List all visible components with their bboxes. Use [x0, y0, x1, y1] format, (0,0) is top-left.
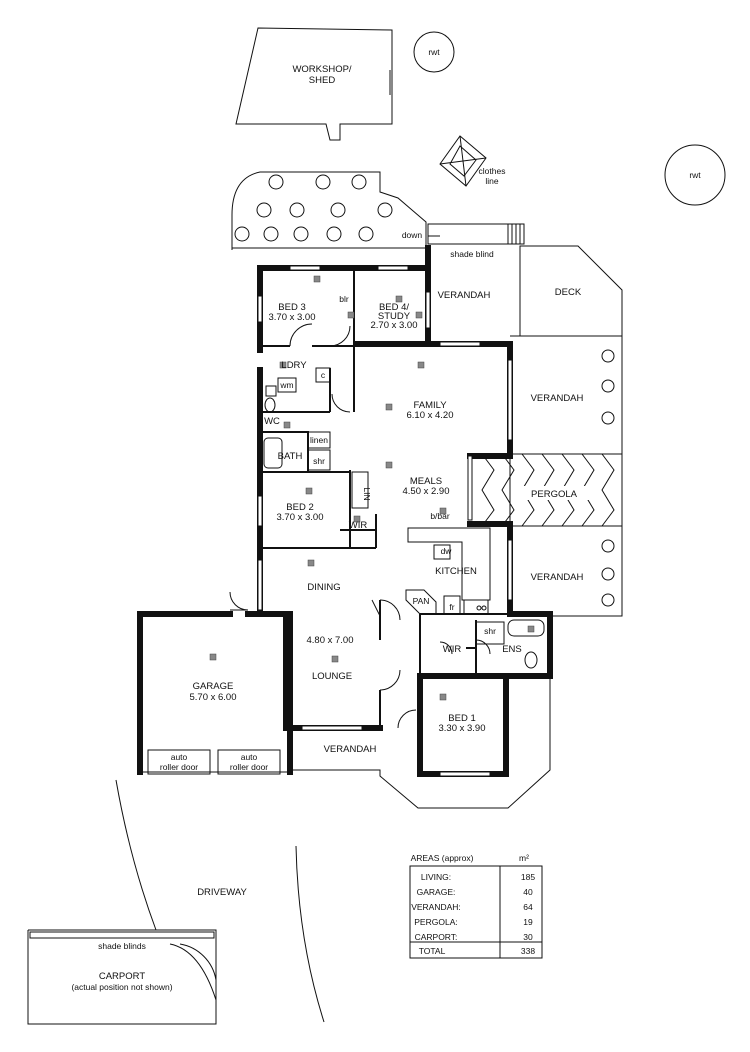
down-label: down — [402, 230, 423, 240]
area-row-value: 30 — [523, 932, 533, 942]
fridge-label: fr — [449, 602, 454, 612]
area-row-label: GARAGE: — [417, 887, 456, 897]
verandah-east-label: VERANDAH — [531, 393, 584, 404]
verandah-southeast: VERANDAH — [510, 525, 623, 617]
dining-size: 4.80 x 7.00 — [306, 635, 353, 646]
verandah-front-label: VERANDAH — [324, 744, 377, 755]
wm-label: wm — [279, 380, 293, 390]
areas-total-value: 338 — [521, 946, 535, 956]
pergola-label: PERGOLA — [531, 489, 578, 500]
blr-label: blr — [339, 294, 349, 304]
clothes-line-label-2: line — [485, 176, 499, 186]
area-row-value: 64 — [523, 902, 533, 912]
family-label: FAMILY — [413, 400, 447, 411]
bed4-size: 2.70 x 3.00 — [370, 320, 417, 331]
bed2-label: BED 2 — [286, 502, 313, 513]
verandah-front: VERANDAH — [289, 676, 551, 809]
windows — [257, 265, 513, 777]
areas-unit: m² — [519, 853, 529, 863]
bbar-label: b/bar — [430, 511, 450, 521]
area-row-label: LIVING: — [421, 872, 451, 882]
shade-blind-label: shade blind — [450, 249, 494, 259]
bed1-size: 3.30 x 3.90 — [438, 723, 485, 734]
carport: shade blinds CARPORT (actual position no… — [27, 929, 217, 1025]
family-size: 6.10 x 4.20 — [406, 410, 453, 421]
areas-title: AREAS (approx) — [411, 853, 474, 863]
pantry-label: PAN — [413, 596, 430, 606]
rwt-tank-2: rwt — [664, 144, 726, 206]
area-row-value: 40 — [523, 887, 533, 897]
driveway-label: DRIVEWAY — [197, 887, 247, 898]
bed4-label-2: STUDY — [378, 311, 411, 322]
dw-label: dw — [441, 546, 453, 556]
bed1-label: BED 1 — [448, 713, 475, 724]
fixtures — [263, 367, 545, 669]
ldry-label: LDRY — [281, 360, 307, 371]
area-row-value: 185 — [521, 872, 535, 882]
rwt-label-2: rwt — [689, 170, 701, 180]
workshop-label: WORKSHOP/ — [292, 64, 351, 75]
garage-door-1-label: auto — [171, 752, 188, 762]
garage-label: GARAGE — [193, 681, 234, 692]
lounge-label: LOUNGE — [312, 671, 352, 682]
bed2-size: 3.70 x 3.00 — [276, 512, 323, 523]
garage-door-1-label-2: roller door — [160, 762, 198, 772]
rear-steps: down shade blind — [402, 223, 525, 259]
rwt-tank-1: rwt — [413, 31, 455, 73]
ens-wir-label: WIR — [443, 644, 462, 655]
bed4-label: BED 4/ — [379, 302, 409, 313]
bath-shr-label: shr — [313, 456, 325, 466]
wc-label: WC — [264, 416, 280, 427]
workshop-shed: WORKSHOP/ SHED — [235, 27, 393, 141]
workshop-label-2: SHED — [309, 75, 336, 86]
carport-label: CARPORT — [99, 971, 145, 982]
lin-label: LIN — [362, 487, 372, 500]
bath-label: BATH — [278, 451, 303, 462]
garage: GARAGE 5.70 x 6.00 auto roller door auto… — [137, 611, 293, 775]
doors — [229, 323, 491, 729]
rwt-label: rwt — [428, 47, 440, 57]
verandah-north-label: VERANDAH — [438, 290, 491, 301]
clothes-line: clothes line — [439, 135, 506, 187]
meals-size: 4.50 x 2.90 — [402, 486, 449, 497]
verandah-east: VERANDAH — [510, 335, 623, 455]
room-labels: BED 3 3.70 x 3.00 blr BED 4/ STUDY 2.70 … — [264, 290, 522, 734]
bed3-label: BED 3 — [278, 302, 305, 313]
kitchen-label: KITCHEN — [435, 566, 477, 577]
driveway: DRIVEWAY — [115, 779, 325, 1023]
ens-shr-label: shr — [484, 626, 496, 636]
carport-note: (actual position not shown) — [71, 982, 172, 992]
garage-door-2-label-2: roller door — [230, 762, 268, 772]
area-row-label: CARPORT: — [415, 932, 458, 942]
verandah-se-label: VERANDAH — [531, 572, 584, 583]
area-row-value: 19 — [523, 917, 533, 927]
bed3-size: 3.70 x 3.00 — [268, 312, 315, 323]
garage-door-2-label: auto — [241, 752, 258, 762]
clothes-line-label: clothes — [479, 166, 506, 176]
garden-bed — [231, 171, 427, 250]
carport-shade-label: shade blinds — [98, 941, 146, 951]
ens-label: ENS — [502, 644, 522, 655]
linen-label: linen — [310, 435, 328, 445]
pergola: PERGOLA — [481, 453, 623, 527]
vents — [209, 275, 535, 701]
deck-label: DECK — [555, 287, 582, 298]
internal-walls — [261, 268, 510, 728]
wir-label: WIR — [349, 520, 368, 531]
area-row-label: VERANDAH: — [411, 902, 461, 912]
dining-label: DINING — [307, 582, 340, 593]
areas-total-label: TOTAL — [419, 946, 446, 956]
area-row-label: PERGOLA: — [414, 917, 457, 927]
deck: DECK — [519, 245, 623, 337]
c-label: c — [321, 370, 326, 380]
garage-size: 5.70 x 6.00 — [189, 692, 236, 703]
meals-label: MEALS — [410, 476, 442, 487]
